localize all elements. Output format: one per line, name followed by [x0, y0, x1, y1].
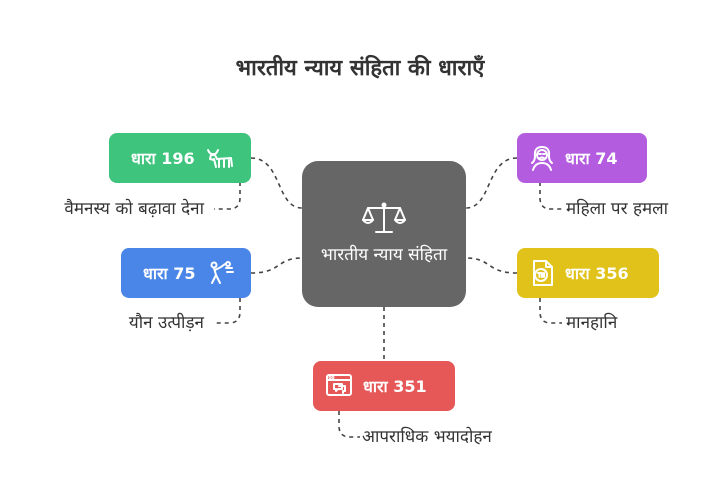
- bull-icon: [206, 149, 233, 168]
- node-label: धारा 74: [565, 149, 618, 168]
- connector-356-desc: [539, 298, 562, 324]
- desc-section-351: आपराधिक भयादोहन: [362, 427, 492, 447]
- node-section-356: धारा 356: [517, 248, 659, 298]
- node-label: धारा 356: [565, 264, 629, 283]
- desc-section-74: महिला पर हमला: [566, 199, 669, 219]
- connector-74-desc: [539, 182, 562, 210]
- center-node: भारतीय न्याय संहिता: [302, 161, 466, 307]
- connector-196: [250, 157, 303, 209]
- document-tm-icon: [533, 260, 553, 286]
- connector-356: [465, 257, 518, 274]
- desc-section-196: वैमनस्य को बढ़ावा देना: [64, 199, 204, 219]
- desc-section-75: यौन उत्पीड़न: [128, 313, 204, 333]
- node-label: धारा 75: [143, 264, 196, 283]
- diagram-title: भारतीय न्याय संहिता की धाराएँ: [235, 56, 485, 81]
- connector-75: [250, 257, 303, 274]
- connector-351-desc: [338, 411, 360, 438]
- node-section-196: धारा 196: [109, 133, 251, 183]
- scale-icon: [362, 202, 406, 233]
- node-label: धारा 351: [363, 377, 427, 396]
- woman-icon: [531, 146, 553, 171]
- desc-section-356: मानहानि: [566, 313, 618, 333]
- node-section-351: धारा 351: [313, 361, 455, 411]
- connector-74: [465, 157, 518, 209]
- connector-196-desc: [214, 182, 241, 210]
- center-label: भारतीय न्याय संहिता: [320, 245, 448, 265]
- threat-window-icon: [326, 374, 352, 396]
- harassment-icon: [210, 261, 234, 284]
- connector-75-desc: [214, 298, 241, 324]
- node-section-74: धारा 74: [517, 133, 647, 183]
- node-section-75: धारा 75: [121, 248, 251, 298]
- node-label: धारा 196: [131, 149, 195, 168]
